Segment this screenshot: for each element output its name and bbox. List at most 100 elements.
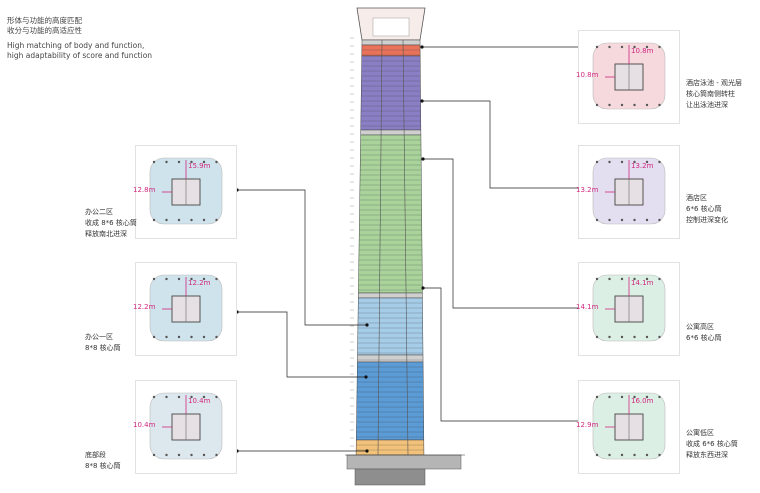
column [202,335,206,339]
column [620,335,624,339]
column [645,160,649,164]
column [152,335,156,339]
intro-zh-2: 收分与功能的高适应性 [7,26,82,35]
column [633,103,636,107]
column [645,218,649,222]
zone-caption-apt_high: 公寓高区 6*6 核心筒 [686,322,722,344]
floor-plan-apt_high [578,262,680,356]
zone-caption-apt_low: 公寓低区收成 6*6 核心筒释放东西进深 [686,428,738,461]
column [165,395,168,399]
dimension-vertical: 16.0m [631,397,654,405]
mechanical-floor [360,129,422,136]
column [177,277,181,281]
column [165,160,168,164]
column [202,218,206,222]
column [620,160,624,164]
column [152,395,156,399]
crown-opening [372,17,410,37]
column [152,218,156,222]
column [633,277,636,281]
intro-text: 形体与功能的高度匹配 收分与功能的高适应性 High matching of b… [7,16,152,61]
column [152,453,156,457]
connector-dot [365,449,369,453]
column [177,453,181,457]
column [595,45,599,49]
core-wall-left [377,39,383,456]
column [608,395,611,399]
intro-zh-1: 形体与功能的高度匹配 [7,16,82,25]
dimension-horizontal: 10.8m [576,71,599,79]
column [633,218,636,222]
caption-line2: 8*8 核心筒 [85,344,121,352]
column [608,218,611,222]
column [202,160,206,164]
dimension-vertical: 15.9m [188,162,211,170]
column [633,395,636,399]
column [645,335,649,339]
column [595,335,599,339]
column [608,103,611,107]
column [608,335,611,339]
caption-line3: 让出泳池进深 [686,101,728,109]
column [190,335,193,339]
mechanical-floor [358,292,423,299]
column [177,395,181,399]
column [165,453,168,457]
floor-plan-apt_low [578,380,680,474]
connector-dot [365,323,369,327]
column [620,395,624,399]
connector-dot [420,45,424,49]
column [633,45,636,49]
zone-caption-pool: 酒店泳池 - 观光层核心筒南侧转柱让出泳池进深 [686,78,742,111]
column [645,103,649,107]
hotel-zone [360,55,422,131]
dimension-horizontal: 14.1m [576,303,599,311]
column [190,395,193,399]
column [658,453,661,457]
caption-line3: 释放东西进深 [686,451,728,459]
column [215,218,218,222]
column [177,160,181,164]
dimension-vertical: 13.2m [631,162,654,170]
caption-title: 酒店泳池 - 观光层 [686,79,742,87]
caption-line3: 释放南北进深 [85,230,127,238]
column [177,218,181,222]
connector-dot [420,99,424,103]
dimension-vertical: 14.1m [631,279,654,287]
caption-line2: 6*6 核心筒 [686,334,722,342]
column [658,45,661,49]
column [595,277,599,281]
column [658,335,661,339]
caption-title: 办公一区 [85,333,113,341]
dimension-horizontal: 12.8m [133,186,156,194]
floor-plan-pool [578,30,680,124]
column [658,160,661,164]
office-zone-1 [356,361,425,441]
dimension-vertical: 12.2m [188,279,211,287]
intro-en-2: high adaptability of score and function [7,51,153,60]
column [645,395,649,399]
column [190,277,193,281]
caption-title: 酒店区 [686,194,707,202]
mechanical-floor [361,39,421,46]
connector-line [423,158,578,309]
column [595,103,599,107]
column [608,453,611,457]
intro-en-1: High matching of body and function, [7,41,145,50]
connector-line [237,311,366,378]
column [658,395,661,399]
column [152,160,156,164]
column [645,453,649,457]
column [202,395,206,399]
column [215,277,218,281]
column [190,453,193,457]
column [620,277,624,281]
column [215,335,218,339]
caption-line3: 控制进深变化 [686,216,728,224]
floor-plan-office2 [135,145,237,239]
caption-title: 公寓高区 [686,323,714,331]
connector-line [423,287,578,422]
column [658,277,661,281]
caption-title: 底部段 [85,451,106,459]
